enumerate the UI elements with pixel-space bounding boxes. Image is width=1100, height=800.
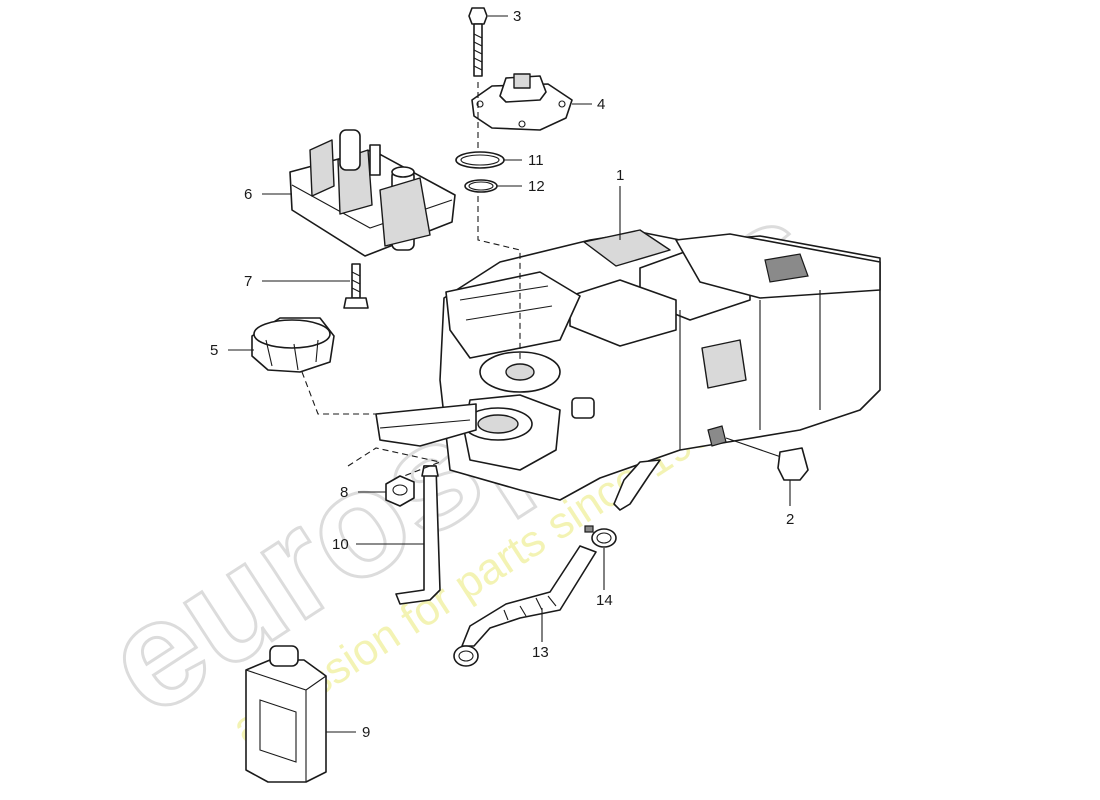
- callout-2: 2: [786, 511, 794, 528]
- callout-11: 11: [528, 152, 544, 169]
- callout-1: 1: [616, 167, 624, 184]
- part-1-expansion-tank: [375, 229, 881, 511]
- part-2-sensor: [707, 425, 809, 481]
- part-6-bracket: [289, 129, 456, 257]
- part-12-o-ring: [464, 179, 498, 193]
- callout-14: 14: [596, 592, 613, 609]
- part-4-cap-flange: [471, 73, 573, 131]
- callout-4: 4: [597, 96, 605, 113]
- part-8-nut: [385, 475, 415, 507]
- part-14-hose-clamp: [584, 525, 617, 548]
- callout-9: 9: [362, 724, 370, 741]
- leader-lines: [228, 15, 791, 733]
- part-3-bolt: [468, 7, 488, 77]
- callout-7: 7: [244, 273, 252, 290]
- part-5-filler-cap: [251, 317, 335, 373]
- callout-10: 10: [332, 536, 349, 553]
- part-11-o-ring: [455, 151, 505, 169]
- callout-8: 8: [340, 484, 348, 501]
- part-7-bolt: [343, 263, 369, 309]
- callout-5: 5: [210, 342, 218, 359]
- callout-labels: 1 2 3 4 5 6 7 8 9 10 11 12 13 14: [210, 8, 794, 741]
- part-9-coolant-bottle: [245, 645, 327, 783]
- callout-12: 12: [528, 178, 545, 195]
- part-10-hose: [395, 465, 441, 605]
- callout-13: 13: [532, 644, 549, 661]
- part-13-hose: [453, 545, 597, 667]
- callout-6: 6: [244, 186, 252, 203]
- assembly-lines: [301, 82, 521, 477]
- callout-3: 3: [513, 8, 521, 25]
